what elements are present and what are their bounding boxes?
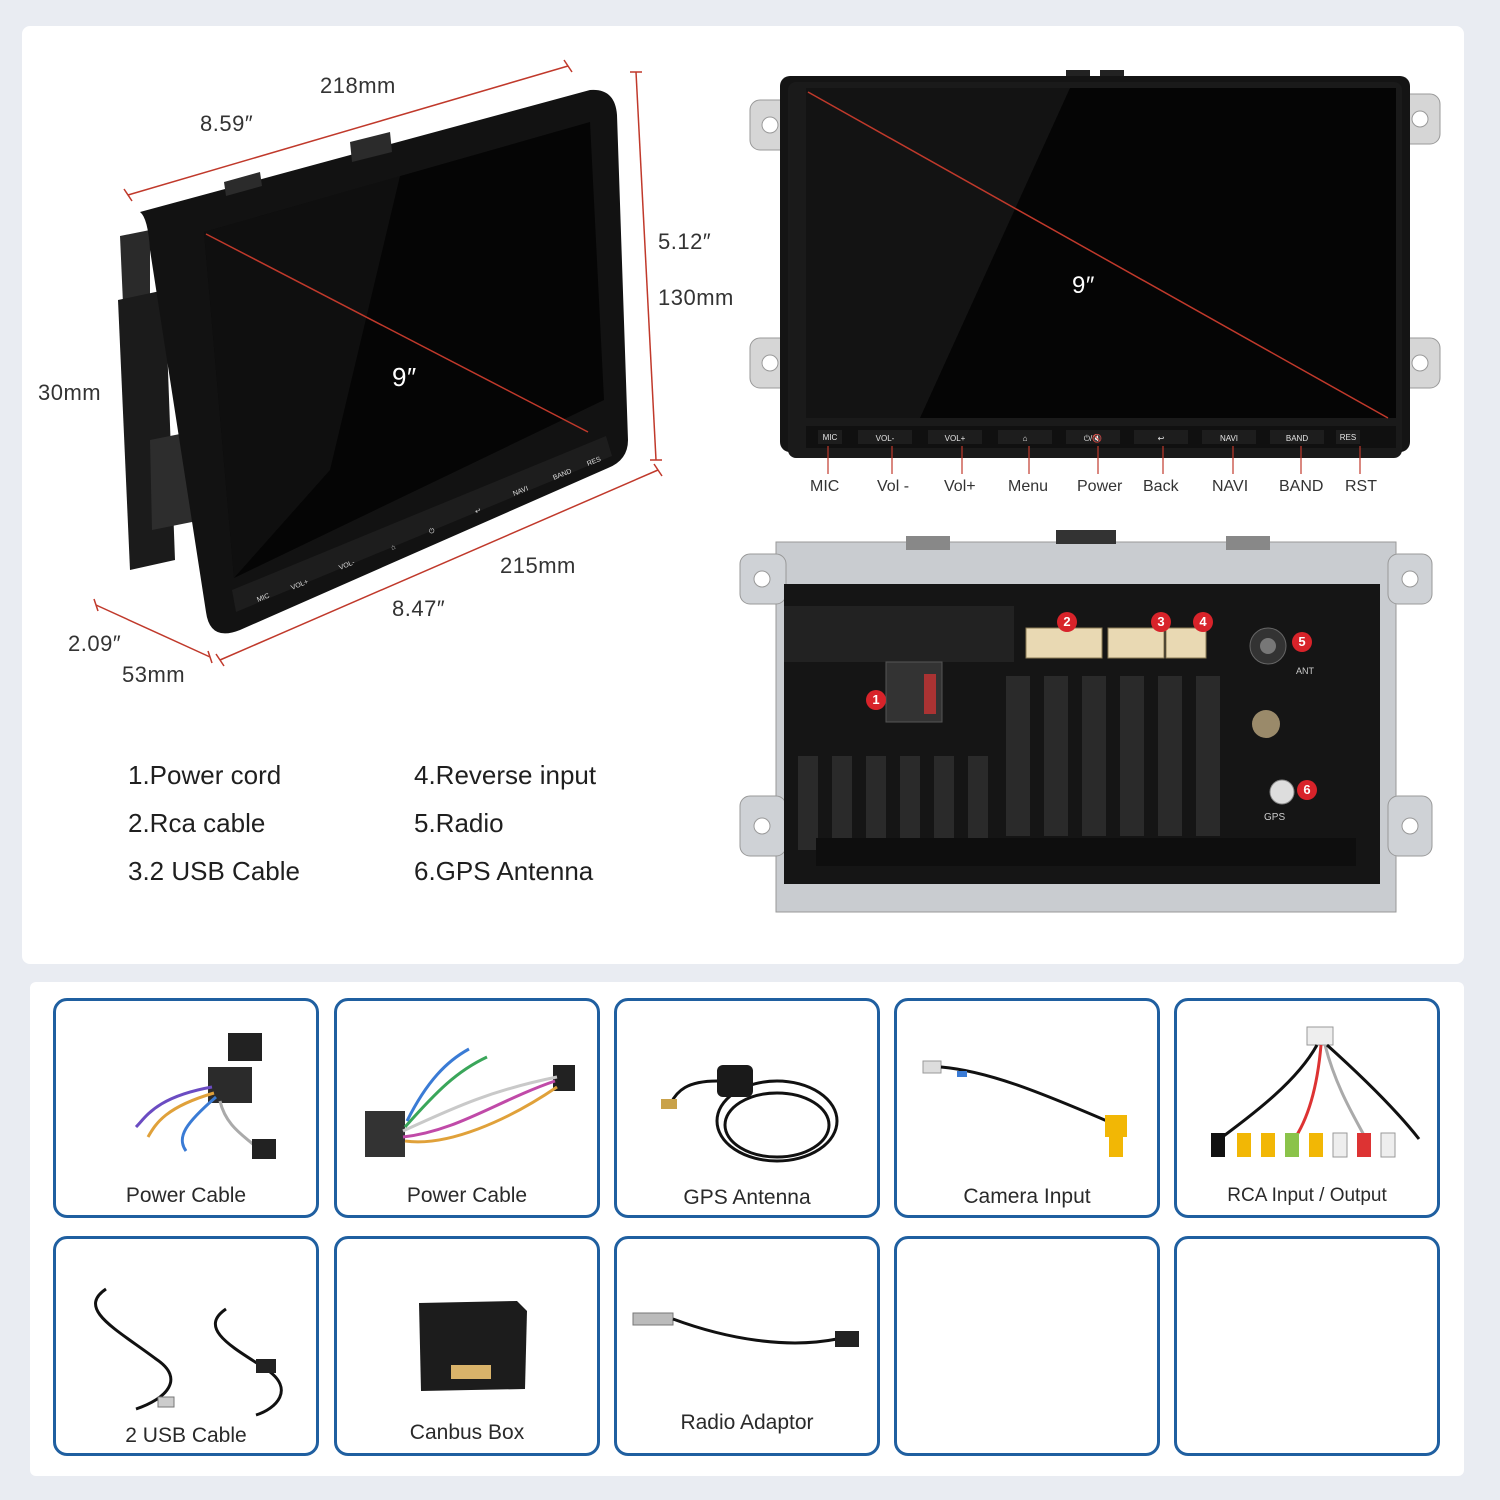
accessory-card-canbus-box: Canbus Box: [334, 1236, 600, 1456]
accessory-card-radio-adaptor: Radio Adaptor: [614, 1236, 880, 1456]
button-label-power: Power: [1077, 478, 1123, 495]
accessory-card-gps-antenna: GPS Antenna: [614, 998, 880, 1218]
screen-size-left-label: 9″: [392, 362, 417, 392]
accessory-card-power-cable-1: Power Cable: [53, 998, 319, 1218]
camera-input-cable-icon: [922, 1060, 1127, 1157]
svg-text:MIC: MIC: [823, 433, 838, 442]
svg-text:⌂: ⌂: [1023, 434, 1028, 443]
radio-adaptor-icon: [632, 1312, 859, 1347]
bottom-mm-label: 215mm: [500, 553, 576, 578]
accessory-label: Camera Input: [963, 1185, 1091, 1208]
accessory-card-power-cable-2: Power Cable: [334, 998, 600, 1218]
accessory-label: RCA Input / Output: [1227, 1185, 1387, 1206]
legend-item-5: 5.Radio: [414, 808, 504, 838]
svg-text:⌂: ⌂: [390, 544, 397, 552]
svg-text:RES: RES: [1340, 433, 1356, 442]
svg-text:BAND: BAND: [1286, 434, 1308, 443]
screen-size-right-label: 9″: [1072, 272, 1095, 299]
port-badge-5: 5: [1292, 632, 1312, 652]
legend-item-2: 2.Rca cable: [128, 808, 266, 838]
angled-unit-illustration: MIC VOL+ VOL- ⌂ ⏻ ↩ NAVI BAND RES: [93, 59, 663, 667]
accessory-label: Radio Adaptor: [680, 1411, 814, 1434]
rca-cable-icon: [1211, 1026, 1421, 1158]
accessory-card-camera-input: Camera Input: [894, 998, 1160, 1218]
accessory-label: Canbus Box: [409, 1421, 525, 1444]
depth-mm-label: 30mm: [38, 380, 102, 405]
svg-text:⏻/🔇: ⏻/🔇: [1084, 433, 1103, 443]
accessory-card-empty-2: [1174, 1236, 1440, 1456]
gps-antenna-icon: [661, 1065, 839, 1163]
legend-item-3: 3.2 USB Cable: [128, 856, 300, 886]
power-cable-harness-icon: [134, 1033, 276, 1159]
accessory-card-empty-1: [894, 1236, 1160, 1456]
port-badge-2: 2: [1057, 612, 1077, 632]
svg-text:⏻: ⏻: [428, 526, 437, 536]
port-badge-3: 3: [1151, 612, 1171, 632]
legend-item-4: 4.Reverse input: [414, 760, 597, 790]
accessory-label: Power Cable: [406, 1184, 528, 1207]
button-label-menu: Menu: [1008, 478, 1049, 495]
button-label-vol-down: Vol -: [877, 478, 910, 495]
bottom-inch-label: 8.47″: [392, 596, 446, 621]
power-cable-harness-icon: [365, 1047, 575, 1157]
height-mm-label: 130mm: [658, 285, 734, 310]
height-inch-label: 5.12″: [658, 229, 712, 254]
rear-unit-illustration: ANT GPS: [739, 530, 1433, 913]
accessory-card-rca: RCA Input / Output: [1174, 998, 1440, 1218]
port-badge-1: 1: [866, 690, 886, 710]
svg-text:MIC: MIC: [256, 593, 271, 604]
radio-port-text: ANT: [1296, 666, 1315, 676]
gps-port-text: GPS: [1264, 812, 1285, 823]
svg-text:VOL+: VOL+: [945, 434, 966, 443]
port-badge-4: 4: [1193, 612, 1213, 632]
svg-text:VOL-: VOL-: [876, 434, 895, 443]
svg-text:↩: ↩: [474, 507, 482, 516]
side-mm-label: 53mm: [122, 662, 186, 687]
side-inch-label: 2.09″: [68, 631, 122, 656]
width-mm-label: 218mm: [320, 73, 396, 98]
svg-text:↩: ↩: [1158, 434, 1165, 443]
button-label-rst: RST: [1345, 478, 1377, 495]
accessory-card-usb-cable: 2 USB Cable: [53, 1236, 319, 1456]
button-label-vol-up: Vol+: [944, 478, 976, 495]
usb-cable-icon: [94, 1287, 283, 1417]
accessory-label: Power Cable: [125, 1184, 247, 1207]
button-label-mic: MIC: [810, 478, 840, 495]
button-label-band: BAND: [1279, 478, 1324, 495]
width-inch-label: 8.59″: [200, 111, 254, 136]
svg-text:NAVI: NAVI: [1220, 434, 1238, 443]
accessory-label: GPS Antenna: [683, 1186, 811, 1209]
legend-item-1: 1.Power cord: [128, 760, 282, 790]
accessory-label: 2 USB Cable: [125, 1424, 247, 1447]
button-label-back: Back: [1143, 478, 1179, 495]
canbus-box-icon: [419, 1301, 527, 1391]
front-unit-illustration: MIC VOL- VOL+ ⌂ ⏻/🔇 ↩ NAVI BAND RES: [749, 70, 1441, 474]
legend-item-6: 6.GPS Antenna: [414, 856, 594, 886]
port-badge-6: 6: [1297, 780, 1317, 800]
button-label-navi: NAVI: [1212, 478, 1249, 495]
